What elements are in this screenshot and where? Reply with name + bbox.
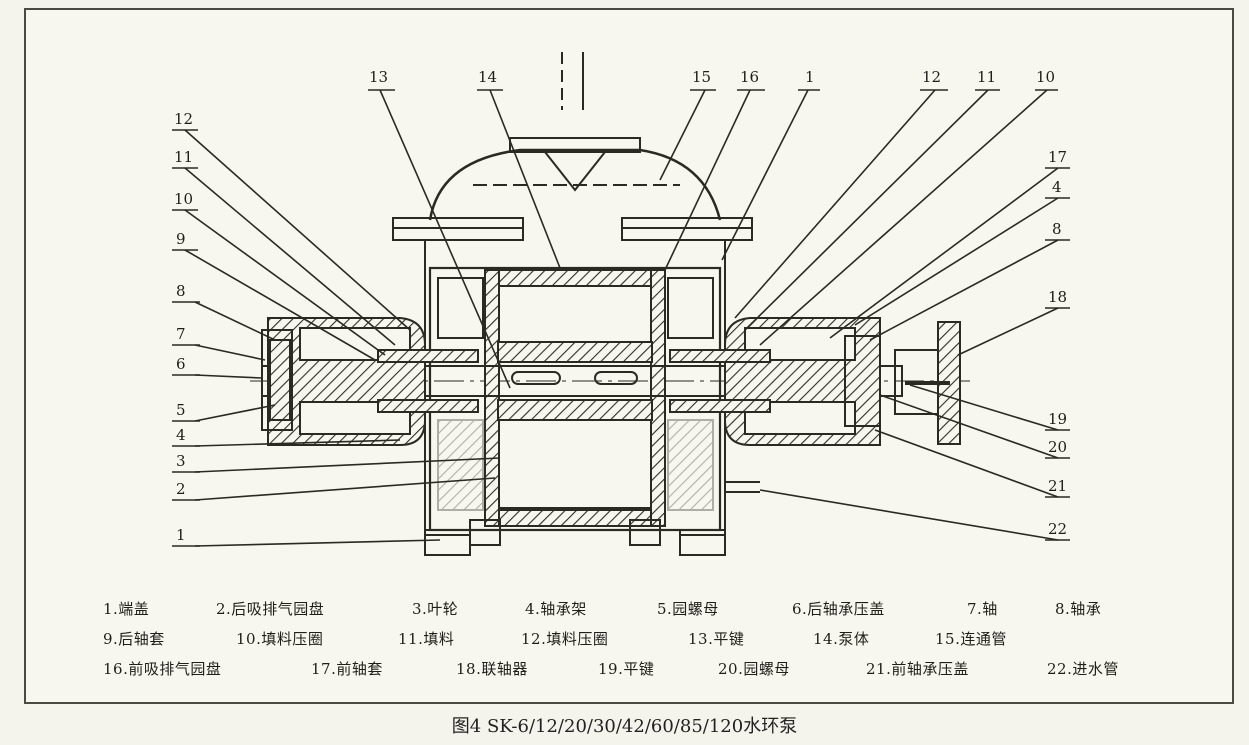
callout-left-2: 2 [176, 480, 186, 498]
callout-left-10: 10 [174, 190, 193, 208]
legend-item-12: 12.填料压圈 [521, 630, 609, 648]
callout-left-12: 12 [174, 110, 193, 128]
callout-right-21: 21 [1048, 477, 1067, 495]
legend-item-15: 15.连通管 [935, 630, 1007, 648]
callout-top-1: 1 [805, 68, 815, 86]
legend-item-8: 8.轴承 [1055, 600, 1102, 618]
legend-item-9: 9.后轴套 [103, 630, 165, 648]
callout-right-20: 20 [1048, 438, 1067, 456]
legend-item-20: 20.园螺母 [718, 660, 790, 678]
legend-item-2: 2.后吸排气园盘 [216, 600, 325, 618]
callout-left-1: 1 [176, 526, 186, 544]
legend-item-14: 14.泵体 [813, 630, 870, 648]
callout-right-18: 18 [1048, 288, 1067, 306]
callout-top-14: 14 [478, 68, 497, 86]
callout-top-15: 15 [692, 68, 711, 86]
legend-item-17: 17.前轴套 [311, 660, 383, 678]
callout-right-8: 8 [1052, 220, 1062, 238]
callout-top-16: 16 [740, 68, 759, 86]
callout-top-13: 13 [369, 68, 388, 86]
callout-left-6: 6 [176, 355, 186, 373]
callout-right-17: 17 [1048, 148, 1067, 166]
callout-top-11: 11 [977, 68, 996, 86]
legend-item-5: 5.园螺母 [657, 600, 719, 618]
figure-caption: 图4 SK-6/12/20/30/42/60/85/120水环泵 [451, 716, 798, 737]
legend-item-22: 22.进水管 [1047, 660, 1119, 678]
legend-item-11: 11.填料 [398, 630, 455, 648]
callout-left-9: 9 [176, 230, 186, 248]
callout-left-7: 7 [176, 325, 186, 343]
legend-item-1: 1.端盖 [103, 600, 150, 618]
legend-item-19: 19.平键 [598, 660, 655, 678]
callout-left-5: 5 [176, 401, 186, 419]
legend-item-7: 7.轴 [967, 600, 998, 618]
callout-top-10: 10 [1036, 68, 1055, 86]
callout-top-12: 12 [922, 68, 941, 86]
callout-right-22: 22 [1048, 520, 1067, 538]
legend-item-4: 4.轴承架 [525, 600, 587, 618]
legend-item-18: 18.联轴器 [456, 660, 528, 678]
callout-left-11: 11 [174, 148, 193, 166]
legend-item-3: 3.叶轮 [412, 600, 459, 618]
legend-item-10: 10.填料压圈 [236, 630, 324, 648]
callout-right-19: 19 [1048, 410, 1067, 428]
callout-right-4: 4 [1052, 178, 1062, 196]
callout-left-4: 4 [176, 426, 186, 444]
callout-left-8: 8 [176, 282, 186, 300]
legend-item-16: 16.前吸排气园盘 [103, 660, 222, 678]
legend-item-6: 6.后轴承压盖 [792, 600, 885, 618]
legend-item-13: 13.平键 [688, 630, 745, 648]
legend-item-21: 21.前轴承压盖 [866, 660, 969, 678]
callout-left-3: 3 [176, 452, 186, 470]
